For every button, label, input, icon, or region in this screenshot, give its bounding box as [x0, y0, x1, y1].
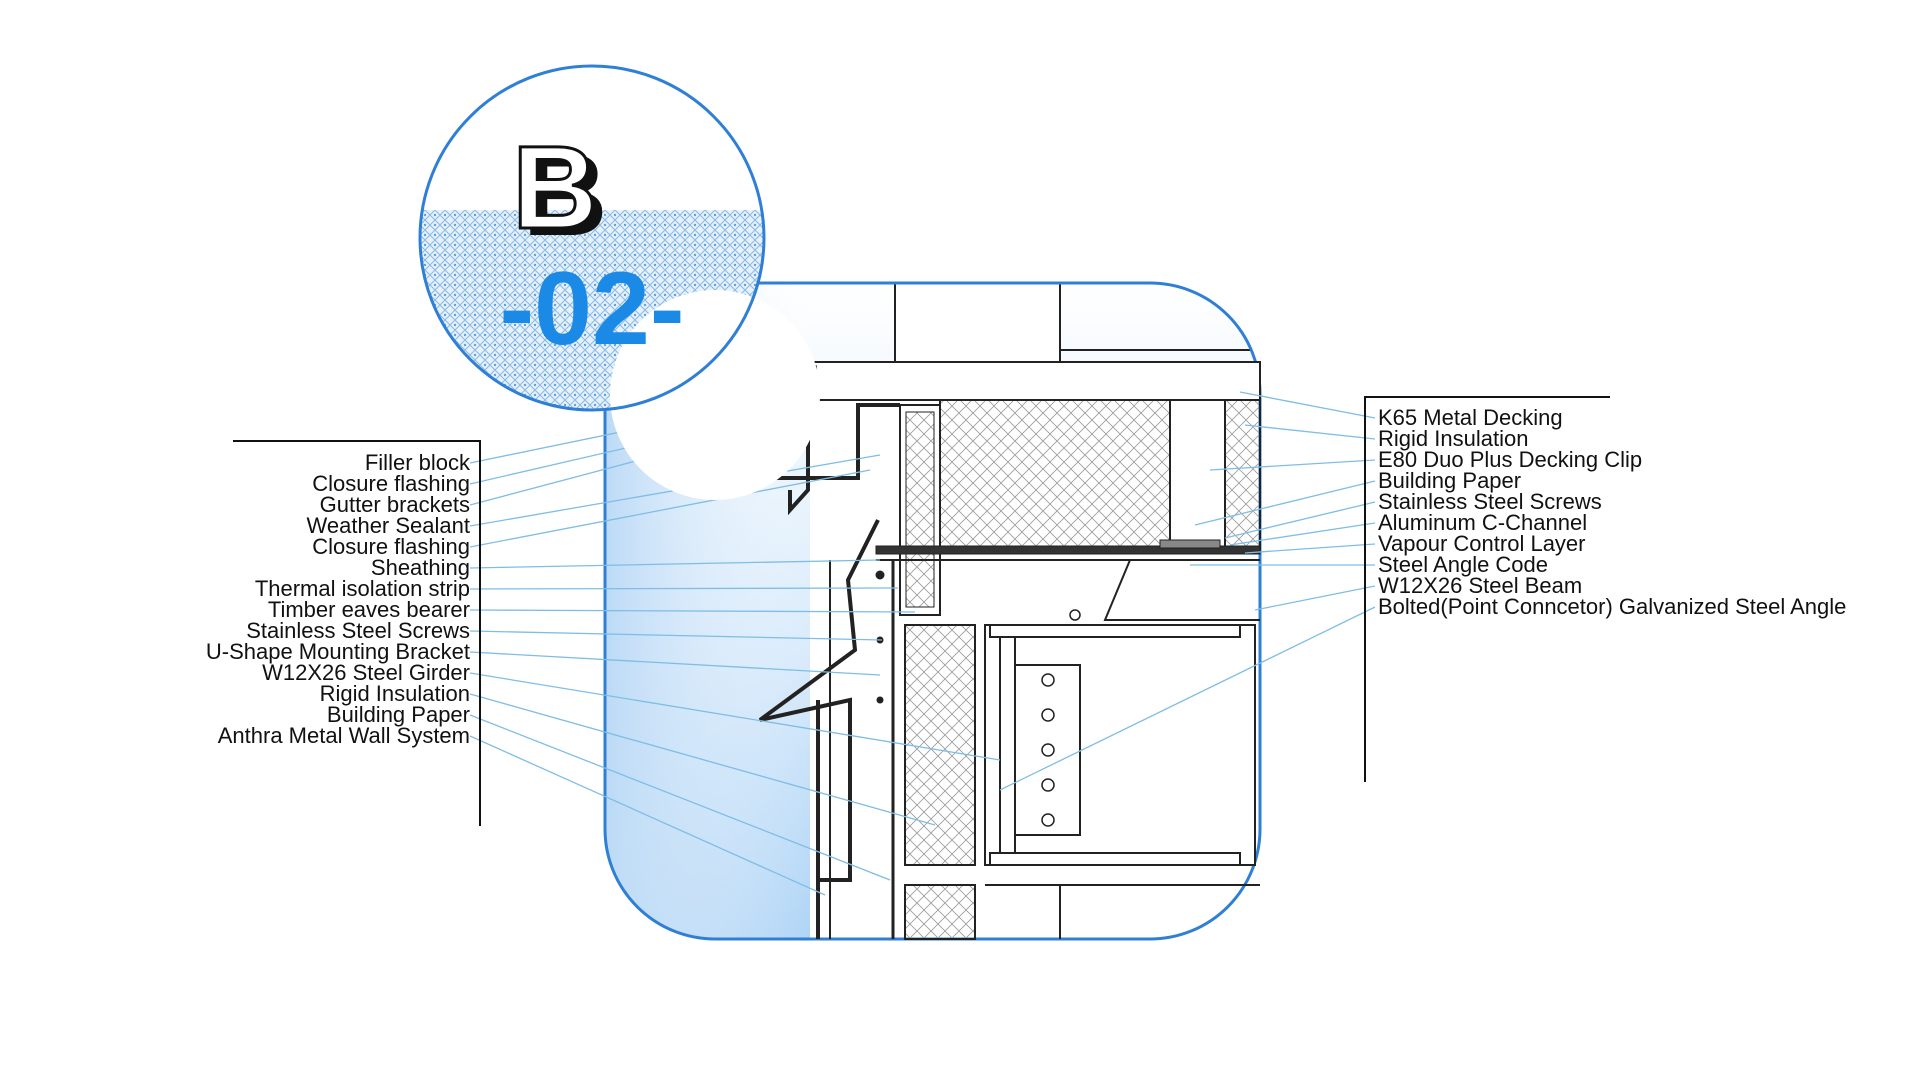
left-labels: Filler block Closure flashing Gutter bra… — [206, 450, 471, 748]
label-aluminum-c-channel: Aluminum C-Channel — [1378, 510, 1587, 535]
detail-letter: B — [512, 122, 597, 254]
label-thermal-isolation-strip: Thermal isolation strip — [255, 576, 470, 601]
label-building-paper-right: Building Paper — [1378, 468, 1521, 493]
label-building-paper: Building Paper — [327, 702, 470, 727]
label-galvanized-steel-angle: Bolted(Point Conncetor) Galvanized Steel… — [1378, 594, 1846, 619]
label-stainless-steel-screws: Stainless Steel Screws — [246, 618, 470, 643]
label-gutter-brackets: Gutter brackets — [320, 492, 470, 517]
label-timber-eaves-bearer: Timber eaves bearer — [268, 597, 470, 622]
label-anthra-metal-wall-system: Anthra Metal Wall System — [218, 723, 470, 748]
label-weather-sealant: Weather Sealant — [307, 513, 470, 538]
label-rigid-insulation: Rigid Insulation — [320, 681, 470, 706]
label-vapour-control-layer: Vapour Control Layer — [1378, 531, 1586, 556]
label-closure-flashing-2: Closure flashing — [312, 534, 470, 559]
right-labels: K65 Metal Decking Rigid Insulation E80 D… — [1378, 405, 1846, 619]
label-steel-beam: W12X26 Steel Beam — [1378, 573, 1582, 598]
label-brackets — [233, 396, 1610, 826]
label-filler-block: Filler block — [365, 450, 471, 475]
label-u-shape-mounting-bracket: U-Shape Mounting Bracket — [206, 639, 470, 664]
detail-number: -02- — [500, 251, 685, 367]
label-sheathing: Sheathing — [371, 555, 470, 580]
label-k65-metal-decking: K65 Metal Decking — [1378, 405, 1563, 430]
label-decking-clip: E80 Duo Plus Decking Clip — [1378, 447, 1642, 472]
detail-badge: B B -02- — [418, 64, 820, 500]
label-rigid-insulation-right: Rigid Insulation — [1378, 426, 1528, 451]
label-stainless-steel-screws-right: Stainless Steel Screws — [1378, 489, 1602, 514]
section-drawing — [726, 361, 1261, 940]
label-steel-angle-code: Steel Angle Code — [1378, 552, 1548, 577]
detail-letter-shadow: B — [522, 129, 607, 261]
label-closure-flashing: Closure flashing — [312, 471, 470, 496]
label-steel-girder: W12X26 Steel Girder — [262, 660, 470, 685]
